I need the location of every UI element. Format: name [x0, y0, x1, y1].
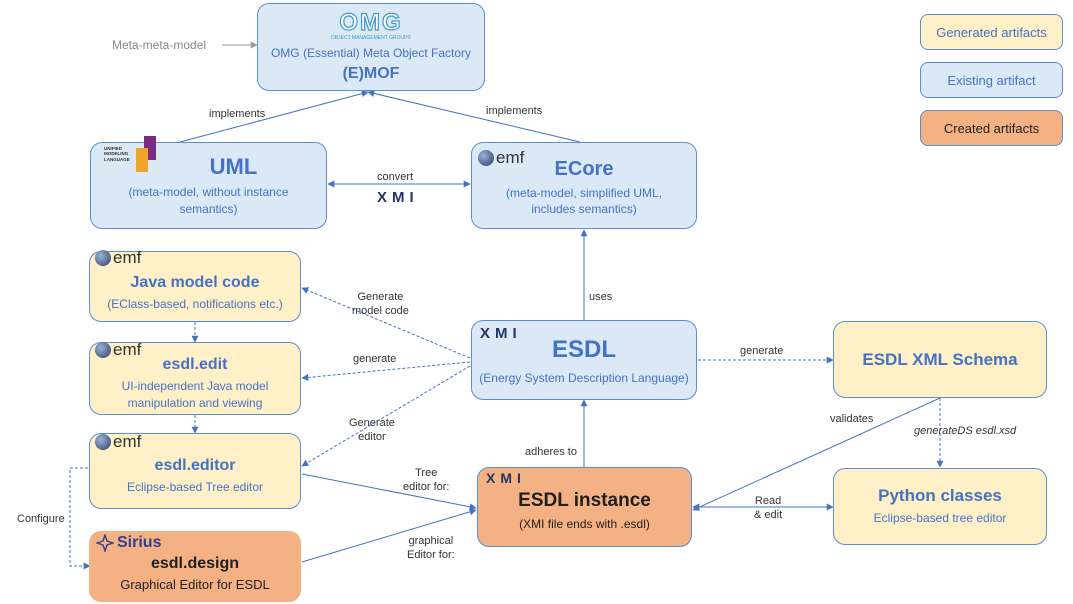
- design-description: Graphical Editor for ESDL: [120, 577, 270, 593]
- instance-description: (XMI file ends with .esdl): [519, 516, 650, 531]
- java-emf-logo: emf: [95, 248, 141, 268]
- legend-created: Created artifacts: [920, 110, 1063, 146]
- implements-left-label: implements: [209, 108, 266, 120]
- emf-globe-icon: [95, 342, 111, 358]
- ecore-description: (meta-model, simplified UML, includes se…: [505, 185, 663, 216]
- configure-arrow: [69, 467, 91, 570]
- generate-editor-label: Generate editor: [349, 417, 395, 444]
- edit-emf-logo: emf: [95, 340, 141, 360]
- esdl-title: ESDL: [551, 335, 616, 363]
- omg-logo: OMG: [339, 8, 403, 36]
- convert-xmi-mark: XMI: [377, 189, 419, 206]
- java-title: Java model code: [130, 274, 260, 292]
- uml-title: UML: [209, 154, 258, 180]
- tree-editor-arrow: [301, 473, 477, 511]
- generate-edit-label: generate: [353, 353, 397, 365]
- emof-title: (E)MOF: [342, 65, 400, 83]
- instance-title: ESDL instance: [518, 489, 651, 511]
- uses-label: uses: [589, 291, 613, 303]
- esdl-editor-box: esdl.editor Eclipse-based Tree editor: [89, 433, 301, 509]
- meta-meta-model-label: Meta-meta-model: [112, 38, 207, 52]
- gen-java-arrow: [301, 287, 471, 359]
- adheres-label: adheres to: [525, 446, 577, 458]
- ecore-implements-arrow: [367, 90, 581, 143]
- ecore-title: ECore: [554, 157, 614, 180]
- emf-globe-icon: [95, 250, 111, 266]
- tree-editor-label: Tree editor for:: [403, 467, 450, 494]
- python-classes-box: Python classes Eclipse-based tree editor: [833, 468, 1047, 545]
- configure-label: Configure: [17, 513, 65, 525]
- java-description: (EClass-based, notifications etc.): [107, 297, 283, 312]
- esdl-instance-box: ESDL instance (XMI file ends with .esdl): [477, 467, 692, 547]
- edit-description: UI-independent Java model manipulation a…: [121, 379, 269, 410]
- emf-globe-icon: [95, 434, 111, 450]
- generateds-label: generateDS esdl.xsd: [914, 425, 1017, 437]
- graphical-editor-label: graphical Editor for:: [407, 535, 455, 562]
- uml-implements-arrow: [179, 90, 369, 143]
- esdl-xml-schema-box: ESDL XML Schema: [833, 321, 1047, 398]
- esdl-xmi-mark: XMI: [480, 325, 522, 342]
- emf-globe-icon: [478, 150, 494, 166]
- esdl-edit-box: esdl.edit UI-independent Java model mani…: [89, 342, 301, 415]
- generate-schema-label: generate: [740, 345, 784, 357]
- sirius-star-icon: [96, 534, 114, 552]
- sirius-logo: Sirius: [96, 534, 161, 552]
- edit-title: esdl.edit: [162, 356, 228, 374]
- esdl-box: ESDL (Energy System Description Language…: [471, 320, 697, 400]
- convert-label: convert: [377, 171, 414, 183]
- read-edit-label: Read & edit: [754, 495, 783, 522]
- instance-xmi-mark: XMI: [486, 470, 526, 486]
- uml-box: UML (meta-model, without instance semant…: [90, 142, 327, 229]
- validates-arrow: [692, 397, 941, 511]
- emof-description: OMG (Essential) Meta Object Factory: [270, 45, 472, 60]
- ecore-emf-logo: emf: [478, 148, 524, 168]
- legend-generated: Generated artifacts: [920, 14, 1063, 50]
- graphical-editor-arrow: [301, 508, 477, 563]
- esdl-design-box: esdl.design Graphical Editor for ESDL: [89, 531, 301, 602]
- schema-title: ESDL XML Schema: [862, 349, 1018, 369]
- generate-model-code-label: Generate model code: [352, 291, 409, 318]
- legend-existing: Existing artifact: [920, 62, 1063, 98]
- emof-box: OMG OBJECT MANAGEMENT GROUP® OMG (Essent…: [257, 3, 485, 91]
- ecore-box: ECore (meta-model, simplified UML, inclu…: [471, 142, 697, 229]
- gen-edit-arrow: [301, 361, 471, 381]
- uml-logo-text: UNIFIED MODELING LANGUAGE: [104, 146, 130, 162]
- uml-description: (meta-model, without instance semantics): [128, 185, 289, 216]
- implements-right-label: implements: [486, 105, 543, 117]
- python-title: Python classes: [878, 486, 1002, 506]
- gen-editor-arrow: [301, 365, 471, 467]
- design-title: esdl.design: [150, 555, 240, 573]
- editor-emf-logo: emf: [95, 432, 141, 452]
- python-description: Eclipse-based tree editor: [873, 511, 1007, 526]
- validates-label: validates: [830, 413, 874, 425]
- omg-logo-subtitle: OBJECT MANAGEMENT GROUP®: [330, 34, 412, 41]
- esdl-description: (Energy System Description Language): [479, 370, 689, 385]
- editor-description: Eclipse-based Tree editor: [126, 479, 264, 494]
- editor-title: esdl.editor: [154, 456, 236, 474]
- uml-logo-icon: UNIFIED MODELING LANGUAGE: [104, 134, 162, 178]
- java-model-code-box: Java model code (EClass-based, notificat…: [89, 251, 301, 322]
